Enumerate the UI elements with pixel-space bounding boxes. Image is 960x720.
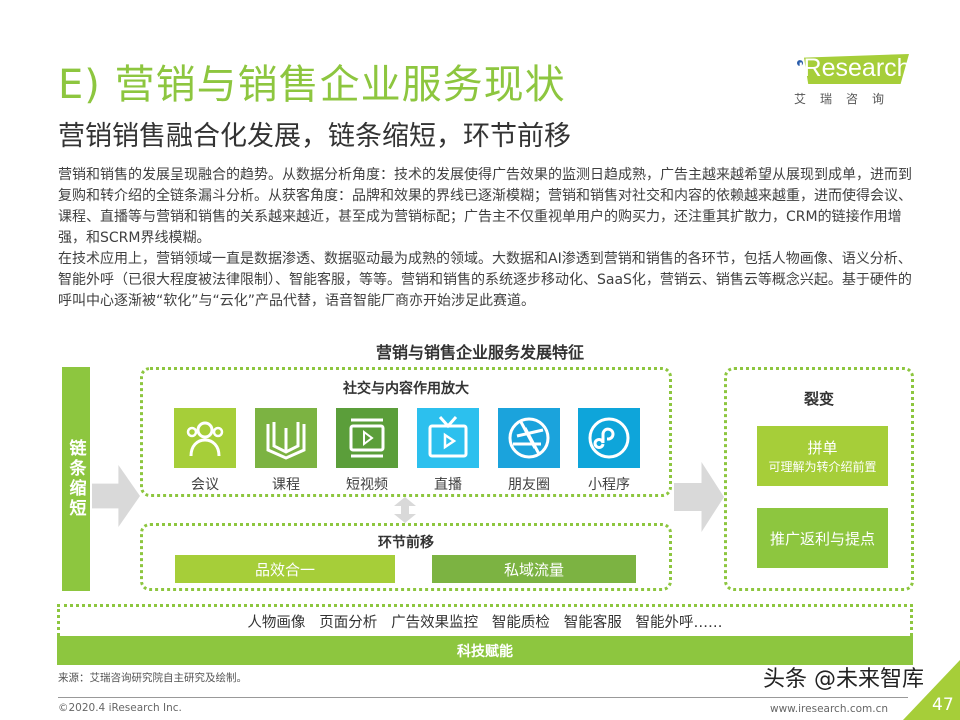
tv-icon <box>417 408 479 468</box>
social-content-box: 社交与内容作用放大 <box>140 367 672 497</box>
group-buy-label: 拼单 <box>807 439 838 457</box>
social-item-label: 会议 <box>191 477 219 493</box>
watermark: 头条 @未来智库 <box>763 667 924 692</box>
copyright: ©2020.4 iResearch Inc. <box>58 702 182 714</box>
logo-cn: 艾瑞咨询 <box>794 92 899 106</box>
body-text: 营销和销售的发展呈现融合的趋势。从数据分析角度：技术的发展使得广告效果的监测日趋… <box>58 165 918 312</box>
page-subtitle: 营销销售融合化发展，链条缩短，环节前移 <box>58 121 571 152</box>
tech-items: 人物画像 页面分析 广告效果监控 智能质检 智能客服 智能外呼…… <box>57 604 913 636</box>
fission-title: 裂变 <box>803 390 834 408</box>
private-traffic-bar: 私域流量 <box>432 555 636 583</box>
tech-empower-bar: 科技赋能 <box>57 636 913 665</box>
arrow-right-icon <box>92 465 140 527</box>
group-buy-sub: 可理解为转介绍前置 <box>768 460 877 474</box>
chain-shorten-bar: 链条缩短 <box>62 367 90 591</box>
paragraph: 营销和销售的发展呈现融合的趋势。从数据分析角度：技术的发展使得广告效果的监测日趋… <box>58 167 912 246</box>
fission-box: 裂变 <box>724 367 914 591</box>
diagram-title: 营销与销售企业服务发展特征 <box>375 343 584 362</box>
forward-box: 环节前移 <box>140 523 672 591</box>
video-icon <box>336 408 398 468</box>
aperture-icon <box>498 408 560 468</box>
miniprogram-icon <box>578 408 640 468</box>
double-arrow-icon <box>394 497 416 523</box>
page-number: 47 <box>932 695 954 715</box>
social-item-label: 直播 <box>434 477 462 493</box>
paragraph: 在技术应用上，营销领域一直是数据渗透、数据驱动最为成熟的领域。大数据和AI渗透到… <box>58 251 912 309</box>
group-buy-box: 拼单 可理解为转介绍前置 <box>757 426 888 486</box>
footer-divider <box>58 697 908 698</box>
arrow-right-icon <box>674 462 724 532</box>
logo-wordmark: iResearch <box>798 54 911 82</box>
social-item-label: 朋友圈 <box>508 477 550 493</box>
people-icon <box>174 408 236 468</box>
iresearch-logo: iResearch 艾瑞咨询 <box>792 52 917 107</box>
social-item-label: 课程 <box>272 477 300 493</box>
forward-title: 环节前移 <box>378 535 434 551</box>
social-item-label: 小程序 <box>588 477 630 493</box>
book-icon <box>255 408 317 468</box>
brand-effect-bar: 品效合一 <box>175 555 395 583</box>
rebate-box: 推广返利与提点 <box>757 508 888 568</box>
footer-url: www.iresearch.com.cn <box>770 703 889 715</box>
source-note: 来源：艾瑞咨询研究院自主研究及绘制。 <box>58 672 247 684</box>
page-title: E) 营销与销售企业服务现状 <box>58 62 566 108</box>
social-item-label: 短视频 <box>346 477 388 493</box>
social-title: 社交与内容作用放大 <box>343 381 469 397</box>
